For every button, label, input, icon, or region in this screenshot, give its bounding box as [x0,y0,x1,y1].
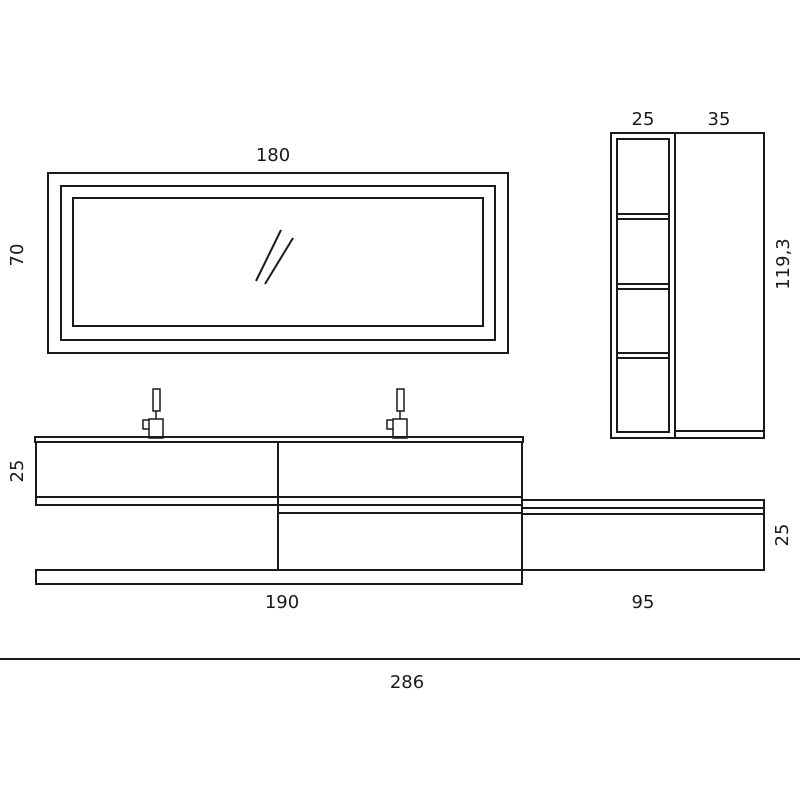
mirror-height-label: 70 [7,244,28,267]
vanity-lower-drawer [277,504,523,571]
mirror-reflection-mark [255,229,282,282]
mirror [47,172,509,354]
faucet-body [392,418,408,439]
faucet-spout [396,388,405,412]
mirror-glass [72,197,484,327]
column-cabinet-width-label: 35 [708,109,731,130]
total-width-label: 286 [390,672,424,693]
mirror-outer-frame [47,172,509,354]
column-shelf-opening [616,138,670,433]
side-unit-height-label: 25 [772,524,793,547]
faucet-right [386,388,408,439]
vanity-width-label: 190 [265,592,299,613]
mirror-width-label: 180 [256,145,290,166]
column-shelf-width-label: 25 [632,109,655,130]
faucet-left [142,388,164,439]
vanity [34,436,524,585]
mirror-reflection-mark [264,237,294,285]
side-unit-width-label: 95 [632,592,655,613]
side-unit [521,499,765,571]
faucet-spout [152,388,161,412]
column-height-label: 119,3 [773,238,794,290]
faucet-lever [386,419,393,430]
mirror-middle-frame [60,185,496,341]
vanity-height-label: 25 [7,460,28,483]
side-unit-cabinet [521,499,765,571]
faucet-body [148,418,164,439]
tall-column [610,132,765,439]
column-outline [610,132,765,439]
vanity-base-shelf [35,569,523,585]
faucet-lever [142,419,149,430]
